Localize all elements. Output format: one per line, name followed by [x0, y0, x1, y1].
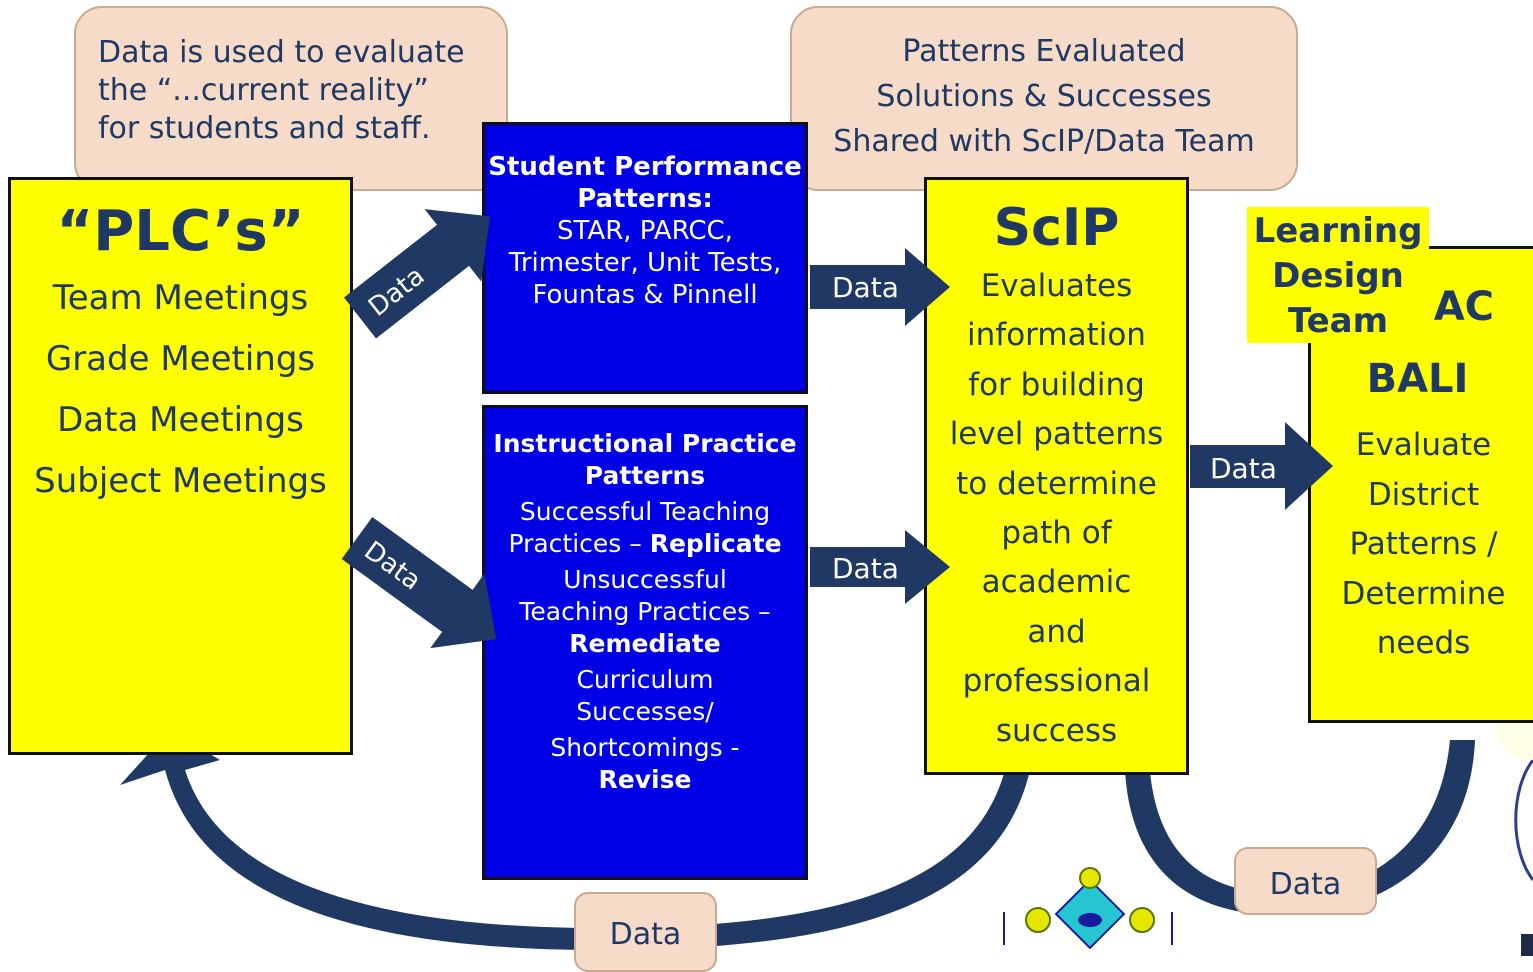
district-text: Evaluate District Patterns / Determine n…: [1311, 421, 1533, 669]
note-line: for students and staff.: [98, 111, 431, 147]
ldt-line: Team: [1287, 301, 1389, 341]
return-arrow-to-scip: [1095, 740, 1475, 915]
data-label-text: Data: [1269, 867, 1342, 902]
scip-box: ScIP Evaluates information for building …: [924, 177, 1189, 775]
district-title-line: BALI: [1366, 356, 1469, 402]
student-performance-title: Student Performance Patterns:: [485, 151, 805, 215]
ldt-line: Learning: [1253, 211, 1423, 251]
practice-line: Unsuccessful: [563, 565, 727, 594]
arrow-label: Data: [832, 552, 899, 585]
scip-line: Evaluates: [980, 268, 1133, 304]
arrow-student-to-scip: Data: [810, 248, 950, 326]
district-title: AC BALI: [1311, 271, 1533, 415]
district-title-line: AC: [1433, 284, 1494, 330]
practice-text: Practices –: [508, 529, 650, 558]
practice-action: Revise: [598, 765, 692, 794]
district-line: District: [1367, 476, 1480, 513]
data-label-bottom-right: Data: [1234, 847, 1377, 915]
corner-fragment: [1521, 934, 1533, 956]
student-performance-line: Fountas & Pinnell: [532, 280, 758, 310]
plc-item: Team Meetings: [52, 278, 309, 319]
scip-line: success: [995, 712, 1118, 749]
arrow-plc-to-instructional: Data: [341, 516, 497, 649]
plc-title: “PLC’s”: [56, 199, 305, 264]
student-performance-line: Trimester, Unit Tests,: [508, 248, 782, 278]
title-line: Patterns:: [577, 184, 713, 214]
title-line: Instructional Practice: [493, 429, 797, 458]
arrow-label: Data: [1210, 452, 1277, 485]
practice-line: Shortcomings -: [550, 733, 740, 762]
note-line: Data is used to evaluate: [98, 35, 465, 70]
scip-title: ScIP: [993, 198, 1120, 258]
plc-item: Data Meetings: [57, 400, 304, 441]
practice-action: Remediate: [569, 629, 721, 658]
scip-line: to determine: [956, 465, 1157, 502]
ldt-line: Design: [1272, 256, 1404, 296]
data-label-text: Data: [609, 917, 682, 952]
district-line: Evaluate: [1355, 427, 1492, 463]
scip-text: Evaluates information for building level…: [927, 262, 1186, 756]
data-label-bottom-left: Data: [574, 892, 717, 972]
note-line: the “...current reality”: [98, 73, 429, 109]
note-line: Shared with ScIP/Data Team: [833, 124, 1255, 159]
practice-line: Teaching Practices –: [519, 597, 771, 626]
note-line: Solutions & Successes: [876, 79, 1212, 114]
scip-line: and: [1027, 613, 1086, 650]
learning-design-team-label: Learning Design Team: [1247, 207, 1429, 343]
district-line: Patterns /: [1349, 526, 1498, 563]
plc-item: Subject Meetings: [34, 461, 327, 502]
practice-action: Replicate: [649, 529, 782, 558]
practice-line: Curriculum: [576, 665, 714, 694]
arrow-label: Data: [832, 271, 899, 304]
title-line: Student Performance: [488, 152, 802, 182]
arrow-instructional-to-scip: Data: [810, 530, 950, 604]
scip-line: professional: [962, 663, 1151, 700]
scip-line: academic: [981, 564, 1132, 601]
district-line: Determine: [1341, 575, 1506, 612]
scip-line: information: [967, 317, 1146, 354]
instructional-practice-title: Instructional Practice Patterns: [485, 428, 805, 492]
plc-box: “PLC’s” Team Meetings Grade Meetings Dat…: [8, 177, 353, 755]
decorative-curve-icon: [1514, 759, 1533, 881]
practice-line: Successes/: [576, 697, 714, 726]
scip-line: path of: [1001, 515, 1112, 552]
instructional-practice-box: Instructional Practice Patterns Successf…: [482, 405, 808, 880]
scip-line: for building: [968, 366, 1145, 403]
school-logo-icon: [1003, 867, 1173, 950]
scip-line: level patterns: [949, 416, 1164, 453]
note-patterns-evaluated: Patterns Evaluated Solutions & Successes…: [790, 6, 1298, 191]
title-line: Patterns: [584, 461, 706, 490]
note-line: Patterns Evaluated: [902, 34, 1186, 69]
practice-line: Practices – Replicate: [485, 528, 805, 560]
plc-item: Grade Meetings: [45, 339, 316, 380]
note-current-reality: Data is used to evaluate the “...current…: [74, 6, 508, 191]
practice-line: Successful Teaching: [519, 497, 771, 526]
student-performance-box: Student Performance Patterns: STAR, PARC…: [482, 122, 808, 394]
arrow-plc-to-student: Data: [343, 209, 491, 339]
student-performance-line: STAR, PARCC,: [557, 216, 733, 246]
arrow-scip-to-district: Data: [1190, 422, 1333, 510]
district-box: AC BALI Evaluate District Patterns / Det…: [1308, 246, 1533, 723]
district-line: needs: [1376, 625, 1471, 662]
